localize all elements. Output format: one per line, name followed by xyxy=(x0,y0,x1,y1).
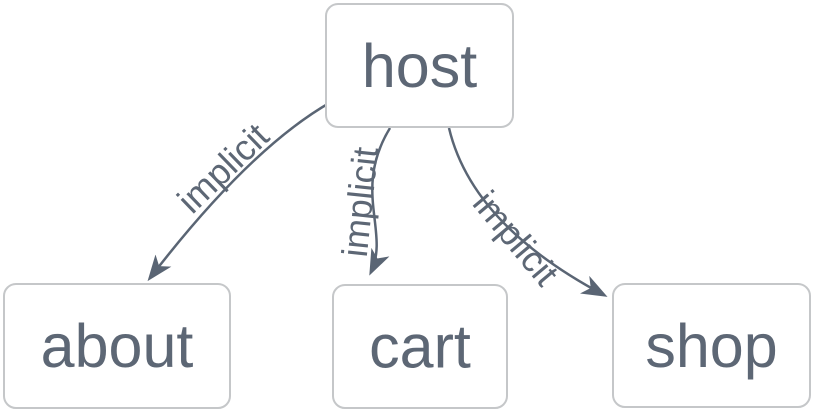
edge-host-shop xyxy=(447,127,608,297)
node-cart: cart xyxy=(332,284,508,409)
node-shop-label: shop xyxy=(645,312,777,380)
node-host: host xyxy=(325,3,514,128)
edge-host-cart xyxy=(369,127,392,276)
node-about-box xyxy=(3,283,231,409)
node-shop: shop xyxy=(612,283,811,408)
node-cart-box xyxy=(332,284,508,409)
edge-label-host-cart: implicit xyxy=(334,145,386,259)
node-cart-label: cart xyxy=(369,313,471,381)
edge-label-host-shop: implicit xyxy=(465,183,567,294)
edge-label-host-about: implicit xyxy=(169,115,277,221)
edge-labels: implicit implicit implicit xyxy=(169,115,567,293)
node-about: about xyxy=(3,283,231,409)
edges xyxy=(147,100,608,297)
node-host-box xyxy=(325,3,514,128)
node-host-label: host xyxy=(362,32,477,100)
edge-host-about xyxy=(147,100,332,282)
node-about-label: about xyxy=(41,312,194,380)
node-shop-box xyxy=(612,283,811,408)
